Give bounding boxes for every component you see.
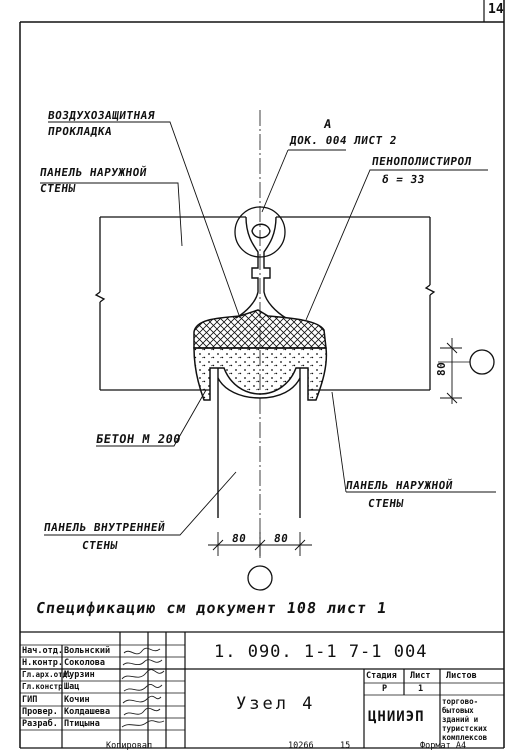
title-block-grid xyxy=(20,631,504,748)
vertical-dimension xyxy=(440,338,462,404)
value-stage: Р xyxy=(382,684,388,694)
footer-page: 15 xyxy=(340,741,351,751)
role-name: Соколова xyxy=(64,658,105,668)
dimension-vertical: 80 xyxy=(435,361,448,376)
org-desc-line: торгово- xyxy=(442,697,479,706)
dimension-right: 80 xyxy=(273,532,290,545)
axis-marker-right xyxy=(469,349,495,375)
value-sheet: 1 xyxy=(418,684,424,694)
organization-logo-text: ЦНИИЭП xyxy=(368,709,425,725)
outer-wall-panel xyxy=(94,216,436,391)
role-label: ГИП xyxy=(22,695,38,705)
label-outer-panel-top-2: СТЕНЫ xyxy=(39,182,77,195)
label-inner-panel-2: СТЕНЫ xyxy=(81,539,119,552)
label-outer-panel-right-1: ПАНЕЛЬ НАРУЖНОЙ xyxy=(345,479,454,492)
role-label: Н.контр. xyxy=(22,658,63,668)
role-name: Птицына xyxy=(64,719,100,729)
footer-copied: Копировал xyxy=(106,741,153,751)
role-label: Нач.отд. xyxy=(22,646,63,656)
horizontal-dimension xyxy=(208,532,312,556)
role-label: Гл.констр. xyxy=(22,682,68,691)
role-name: Шац xyxy=(64,682,80,692)
label-foam-1: ПЕНОПОЛИСТИРОЛ xyxy=(371,155,473,168)
org-desc-line: комплексов xyxy=(442,733,488,742)
callout-ref: ДОК. 004 ЛИСТ 2 xyxy=(289,134,398,147)
footer-order: 10266 xyxy=(288,741,314,751)
label-foam-2: δ = 33 xyxy=(381,173,426,186)
role-label: Провер. xyxy=(22,707,58,717)
label-air-seal-2: ПРОКЛАДКА xyxy=(47,125,114,138)
role-name: Мурзин xyxy=(64,670,95,680)
axis-marker-bottom xyxy=(247,565,273,591)
specification-note: Спецификацию см документ 108 лист 1 xyxy=(34,599,389,617)
document-code: 1. 090. 1-1 7-1 004 xyxy=(214,642,428,662)
role-name: Колдашева xyxy=(64,707,111,717)
leader-lines xyxy=(40,121,496,536)
footer-format: Формат А4 xyxy=(420,741,467,751)
sheet-number: 14 xyxy=(488,2,504,17)
role-name: Кочин xyxy=(64,695,90,705)
org-desc-line: бытовых xyxy=(442,706,474,715)
label-inner-panel-1: ПАНЕЛЬ ВНУТРЕННЕЙ xyxy=(43,521,167,534)
drawing-title: Узел 4 xyxy=(236,694,316,714)
callout-letter: A xyxy=(323,117,333,131)
sheet-frame xyxy=(19,0,505,749)
role-name: Вольнский xyxy=(64,646,111,656)
dimension-left: 80 xyxy=(231,532,248,545)
label-concrete: БЕТОН М 200 xyxy=(95,432,182,446)
joint-profile xyxy=(235,216,287,319)
org-desc-line: зданий и xyxy=(442,715,479,724)
header-sheet: Лист xyxy=(410,671,431,681)
label-outer-panel-right-2: СТЕНЫ xyxy=(367,497,405,510)
header-sheets: Листов xyxy=(446,671,477,681)
header-stage: Стадия xyxy=(366,671,397,681)
role-label: Разраб. xyxy=(22,719,58,729)
signatures xyxy=(121,647,165,728)
label-air-seal-1: ВОЗДУХОЗАЩИТНАЯ xyxy=(47,109,156,122)
org-desc-line: туристских xyxy=(442,724,488,733)
label-outer-panel-top-1: ПАНЕЛЬ НАРУЖНОЙ xyxy=(39,166,148,179)
role-label: Гл.арх.отд. xyxy=(22,670,72,679)
